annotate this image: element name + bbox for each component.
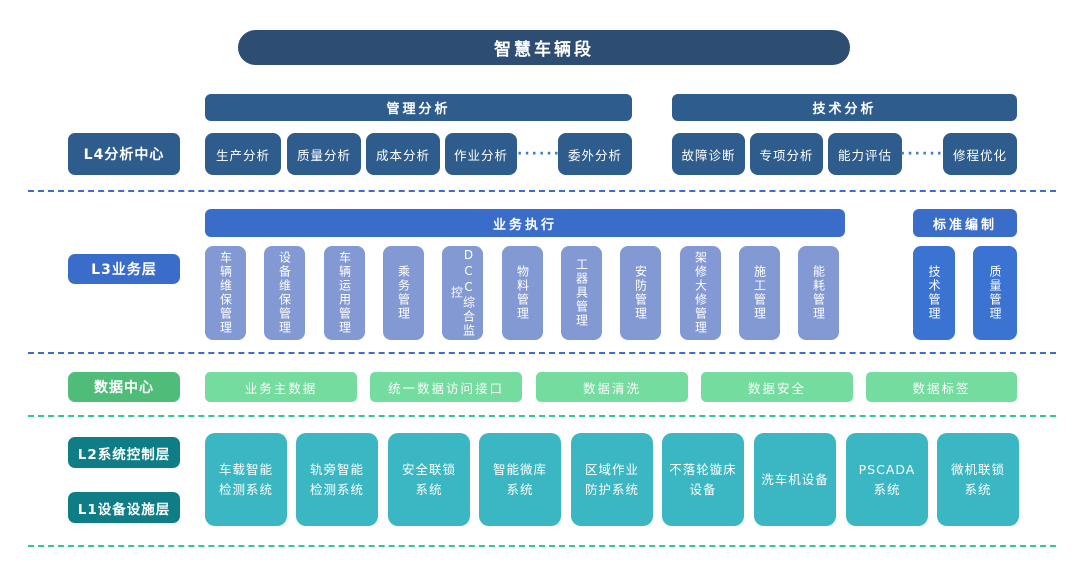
data-center-item: 统一数据访问接口 [370, 372, 522, 402]
data-center-item: 数据清洗 [536, 372, 688, 402]
page-title: 智慧车辆段 [238, 30, 850, 65]
l3-layer-label: L3业务层 [68, 254, 180, 284]
l3-execution-item: 能耗管理 [798, 246, 839, 340]
layer-divider [28, 352, 1056, 354]
ellipsis-dots: ······ [517, 146, 561, 162]
system-item: 车载智能 检测系统 [205, 433, 287, 526]
l3-execution-item: 乘务管理 [383, 246, 424, 340]
system-item: PSCADA 系统 [846, 433, 928, 526]
system-item: 不落轮镟床 设备 [662, 433, 744, 526]
l3-execution-item: 架修大修管理 [680, 246, 721, 340]
management-analysis-header: 管理分析 [205, 94, 632, 121]
l4-technical-item: 故障诊断 [672, 133, 745, 175]
system-item: 轨旁智能 检测系统 [296, 433, 378, 526]
ellipsis-dots: ······ [900, 146, 944, 162]
data-center-item: 数据标签 [866, 372, 1017, 402]
l3-execution-item: 施工管理 [739, 246, 780, 340]
l4-management-item: 质量分析 [287, 133, 361, 175]
standards-header: 标准编制 [913, 209, 1017, 237]
system-item: 洗车机设备 [754, 433, 836, 526]
l4-technical-item: 专项分析 [750, 133, 823, 175]
l3-execution-item: 物料管理 [502, 246, 543, 340]
l4-management-item: 成本分析 [366, 133, 440, 175]
l4-layer-label: L4分析中心 [68, 133, 180, 175]
system-item: 智能微库 系统 [479, 433, 561, 526]
layer-divider [28, 190, 1056, 192]
l3-execution-item: 安防管理 [620, 246, 661, 340]
data-center-label: 数据中心 [68, 372, 180, 402]
l3-standards-item: 质量管理 [973, 246, 1017, 340]
l4-technical-item: 修程优化 [943, 133, 1017, 175]
l4-management-item: 生产分析 [205, 133, 281, 175]
l4-technical-item: 能力评估 [828, 133, 902, 175]
l3-standards-item: 技术管理 [913, 246, 955, 340]
l4-management-item: 委外分析 [558, 133, 632, 175]
l2-layer-label: L2系统控制层 [68, 437, 180, 468]
l3-execution-item: 设备维保管理 [264, 246, 305, 340]
system-item: 区域作业 防护系统 [571, 433, 653, 526]
business-execution-header: 业务执行 [205, 209, 845, 237]
l1-layer-label: L1设备设施层 [68, 492, 180, 523]
layer-divider [28, 415, 1056, 417]
l3-execution-item: 工器具管理 [561, 246, 602, 340]
l3-execution-item: DCC综合监控 [442, 246, 483, 340]
l3-execution-item: 车辆运用管理 [324, 246, 365, 340]
technical-analysis-header: 技术分析 [672, 94, 1017, 121]
layer-divider [28, 545, 1056, 547]
data-center-item: 数据安全 [701, 372, 853, 402]
l4-management-item: 作业分析 [445, 133, 517, 175]
data-center-item: 业务主数据 [205, 372, 357, 402]
l3-execution-item: 车辆维保管理 [205, 246, 246, 340]
system-item: 微机联锁 系统 [937, 433, 1019, 526]
system-item: 安全联锁 系统 [388, 433, 470, 526]
